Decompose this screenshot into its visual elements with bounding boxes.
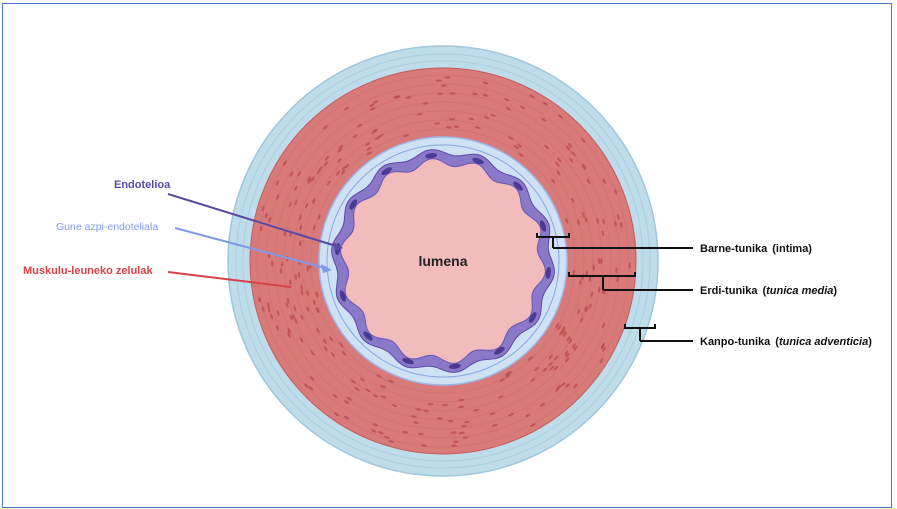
subendothelial-label: Gune azpi-endoteliala [56,221,158,233]
smooth-muscle-nucleus [598,258,600,264]
smooth-muscle-nucleus [600,258,602,264]
media-label: Erdi-tunika(tunica media) [700,285,837,297]
artery-cross-section-diagram: lumena Endotelioa Gune azpi-endoteliala … [3,4,892,508]
lumen-label: lumena [418,253,467,269]
smooth-muscle-label: Muskulu-leuneko zelulak [23,265,153,277]
endothelium-label: Endotelioa [114,179,171,191]
adventitia-label: Kanpo-tunika(tunica adventicia) [700,336,872,348]
intima-label: Barne-tunika(intima) [700,243,812,255]
smooth-muscle-nucleus [441,84,447,86]
figure-frame: lumena Endotelioa Gune azpi-endoteliala … [2,3,892,508]
